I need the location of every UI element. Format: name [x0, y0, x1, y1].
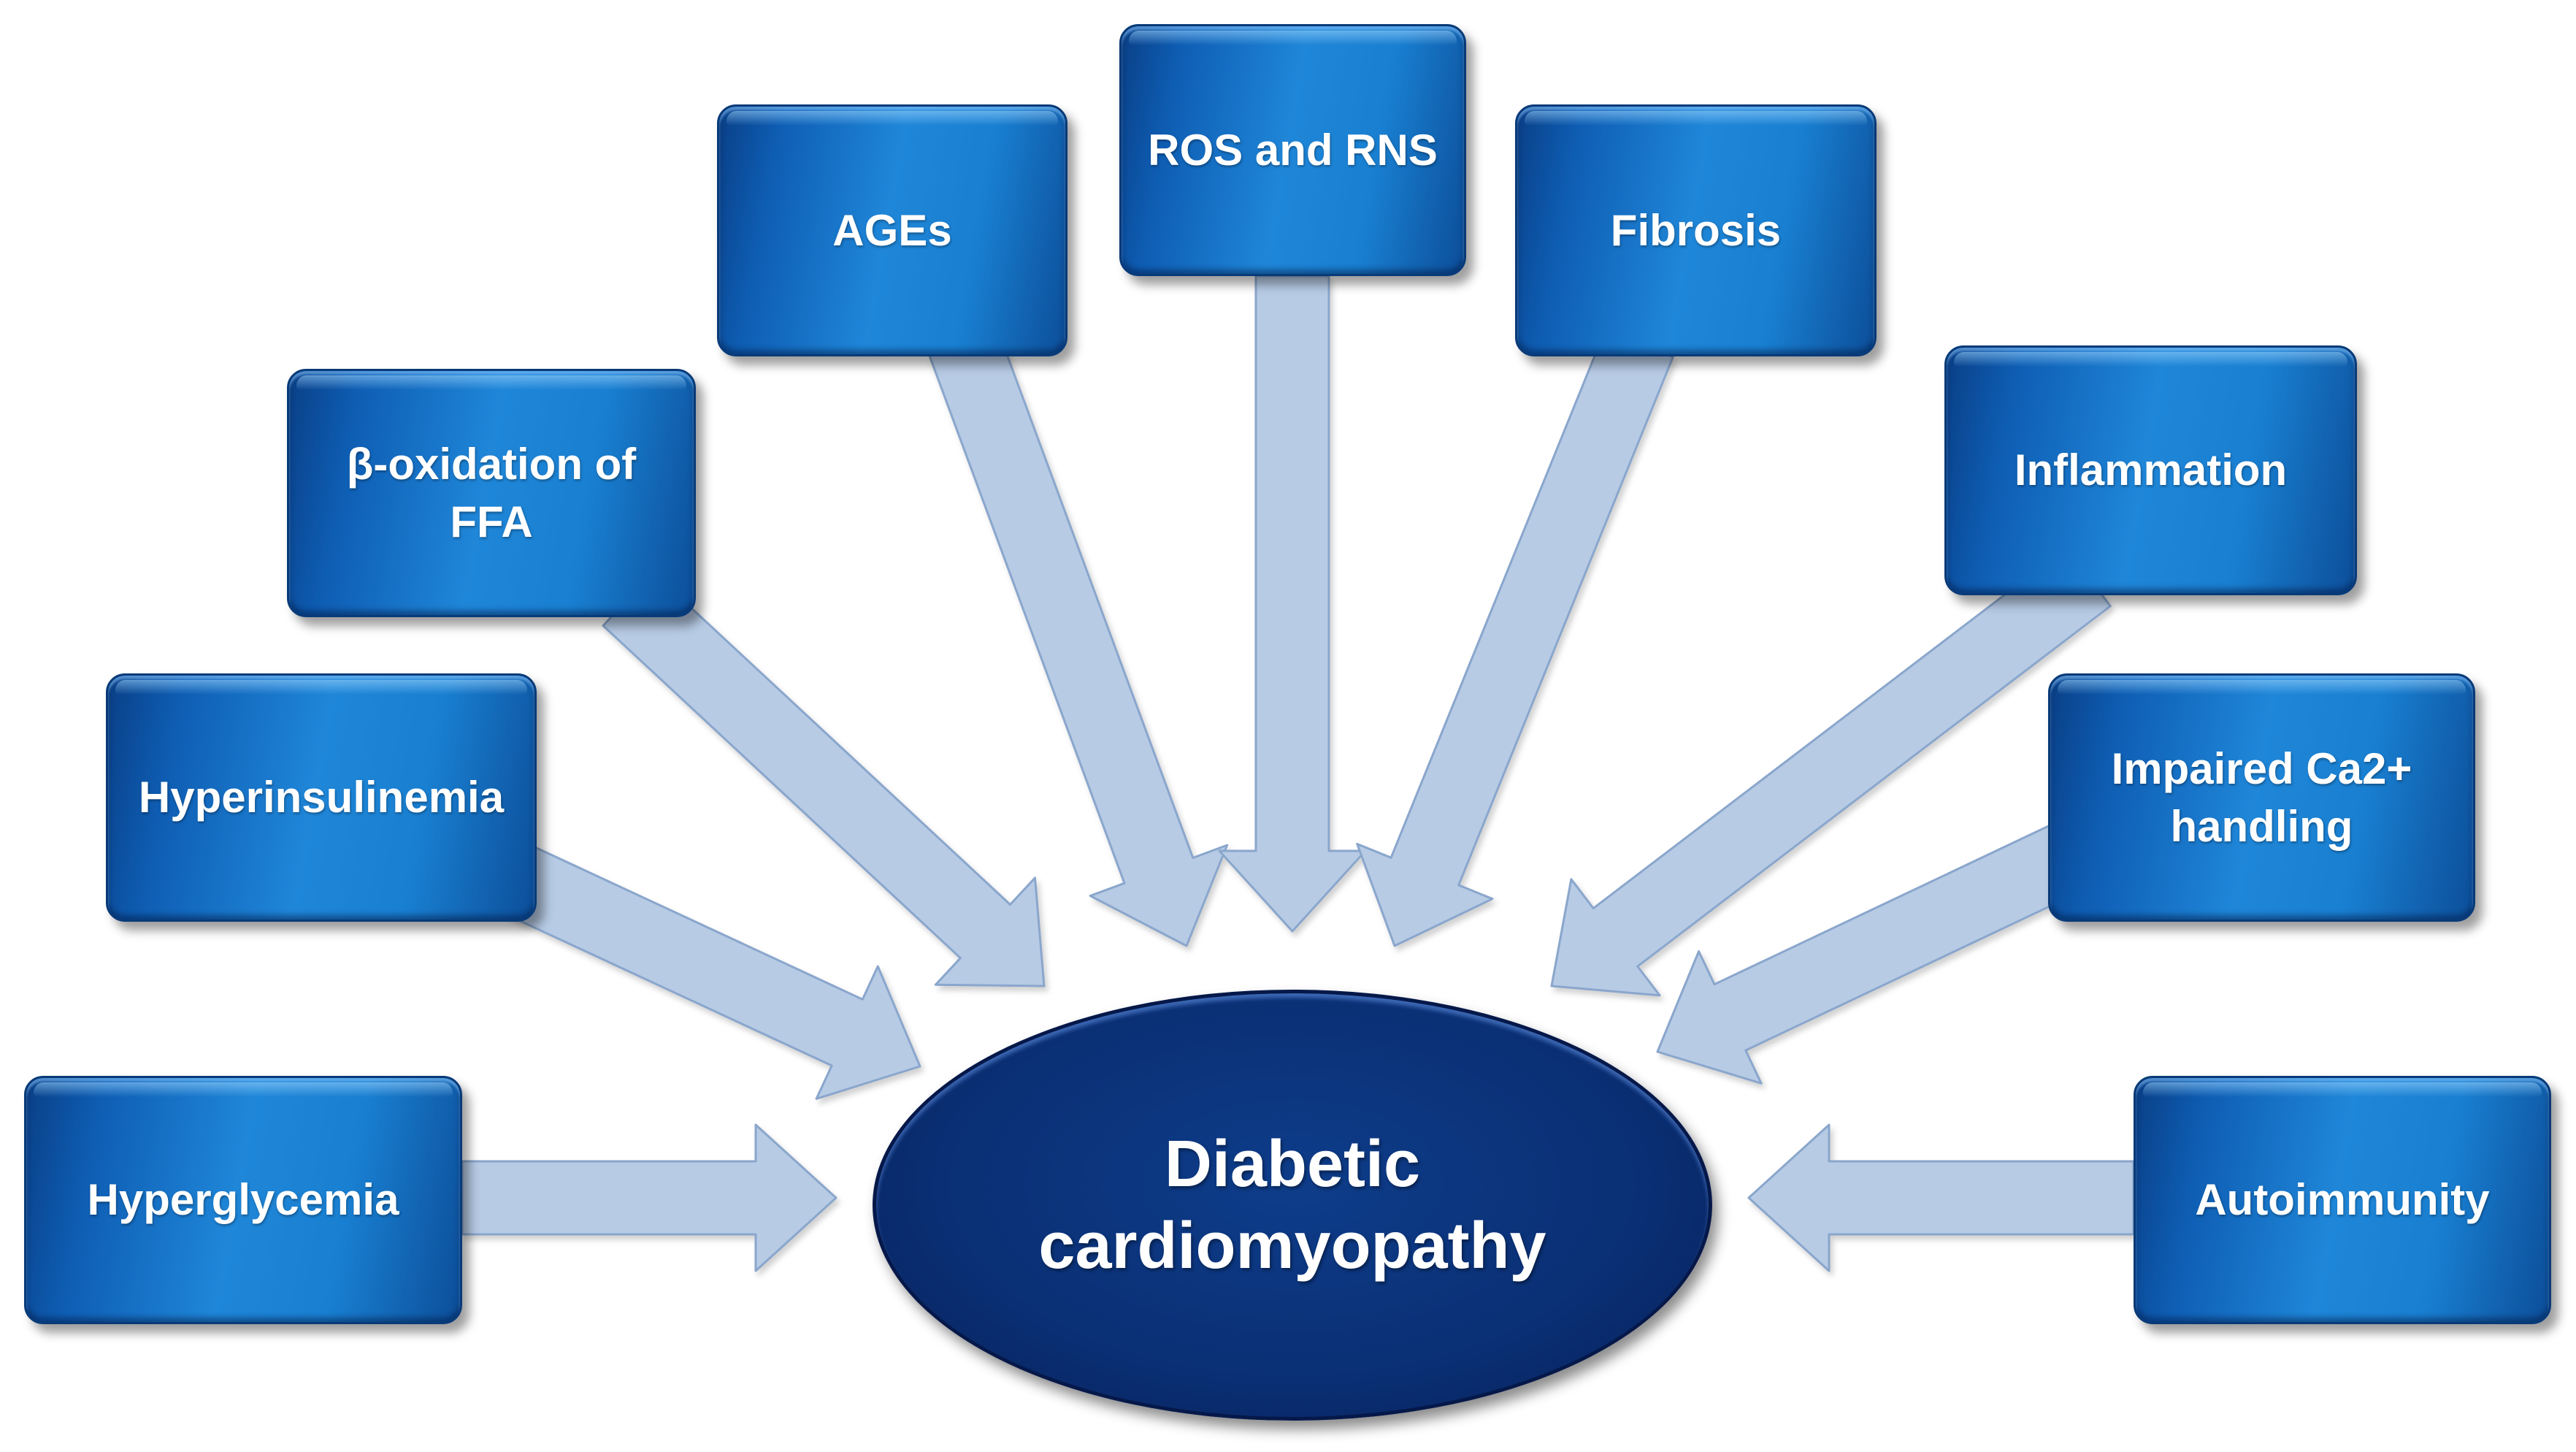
impaired-ca-label-line1: Impaired Ca2+	[2111, 744, 2412, 793]
ros-rns-box: ROS and RNS	[1119, 24, 1466, 276]
fibrosis-label: Fibrosis	[1610, 205, 1782, 255]
autoimmunity-box: Autoimmunity	[2134, 1076, 2551, 1324]
arrow-hyperglycemia	[461, 1123, 837, 1272]
hyperinsulinemia-label: Hyperinsulinemia	[138, 773, 505, 822]
arrow-hyperinsulinemia	[494, 842, 921, 1100]
beta-oxidation-box: β-oxidation of FFA	[287, 369, 696, 617]
arrow-fibrosis	[1356, 328, 1674, 947]
arrow-beta-oxidation	[602, 570, 1046, 987]
ages-box: AGEs	[717, 104, 1067, 356]
impaired-ca-label-line2: handling	[2170, 802, 2353, 851]
inflammation-box: Inflammation	[1944, 345, 2357, 595]
arrow-impaired-ca	[1656, 820, 2090, 1085]
center-title-line1: Diabetic	[1164, 1127, 1421, 1201]
impaired-ca-handling-box: Impaired Ca2+ handling	[2048, 673, 2475, 922]
beta-oxidation-label-line2: FFA	[450, 497, 533, 546]
beta-oxidation-label-line1: β-oxidation of	[346, 439, 637, 489]
arrow-inflammation	[1550, 546, 2112, 997]
hyperglycemia-label: Hyperglycemia	[87, 1175, 399, 1225]
ros-rns-label: ROS and RNS	[1148, 125, 1438, 175]
inflammation-label: Inflammation	[2014, 446, 2288, 495]
autoimmunity-label: Autoimmunity	[2195, 1175, 2490, 1225]
ages-label: AGEs	[832, 205, 952, 255]
hyperglycemia-box: Hyperglycemia	[24, 1076, 462, 1324]
center-title-line2: cardiomyopathy	[1038, 1210, 1546, 1283]
diabetic-cardiomyopathy-ellipse: Diabetic cardiomyopathy	[873, 990, 1712, 1421]
fibrosis-box: Fibrosis	[1515, 104, 1877, 356]
arrow-autoimmunity	[1747, 1123, 2135, 1272]
arrow-ros-rns	[1218, 275, 1367, 933]
hyperinsulinemia-box: Hyperinsulinemia	[106, 673, 537, 922]
arrow-ages	[928, 329, 1229, 947]
